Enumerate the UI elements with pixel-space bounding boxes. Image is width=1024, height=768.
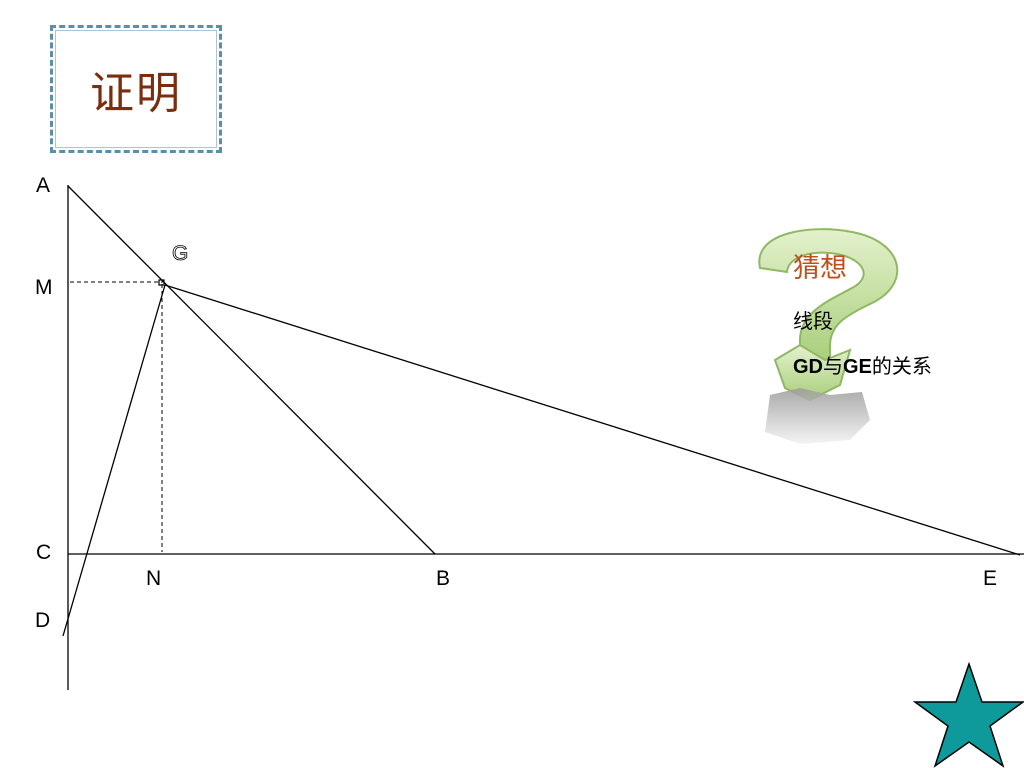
segment-ab [67,185,436,555]
title-box: 证明 [50,25,222,153]
segment-gd [62,284,166,637]
conjecture-title: 猜想 [793,253,847,284]
star-icon[interactable] [913,662,1024,768]
label-n: N [146,567,161,590]
label-a: A [36,174,50,197]
label-b: B [436,567,450,590]
label-m: M [35,276,53,299]
conjecture-line2: GD与GE的关系 [793,350,932,379]
segment-gd-label: GD [793,356,823,378]
label-g: G [172,242,188,265]
suffix-text: 的关系 [871,354,932,378]
label-e: E [983,567,997,590]
page-title: 证明 [90,68,182,119]
question-mark-recycle-icon [758,228,899,444]
label-c: C [36,541,51,564]
conjecture-line1: 线段 [793,309,833,333]
label-d: D [35,609,50,632]
connector-text: 与 [823,354,843,378]
segment-ge [164,284,1021,556]
right-angle-mark [158,279,165,286]
segment-ge-label: GE [843,356,872,378]
